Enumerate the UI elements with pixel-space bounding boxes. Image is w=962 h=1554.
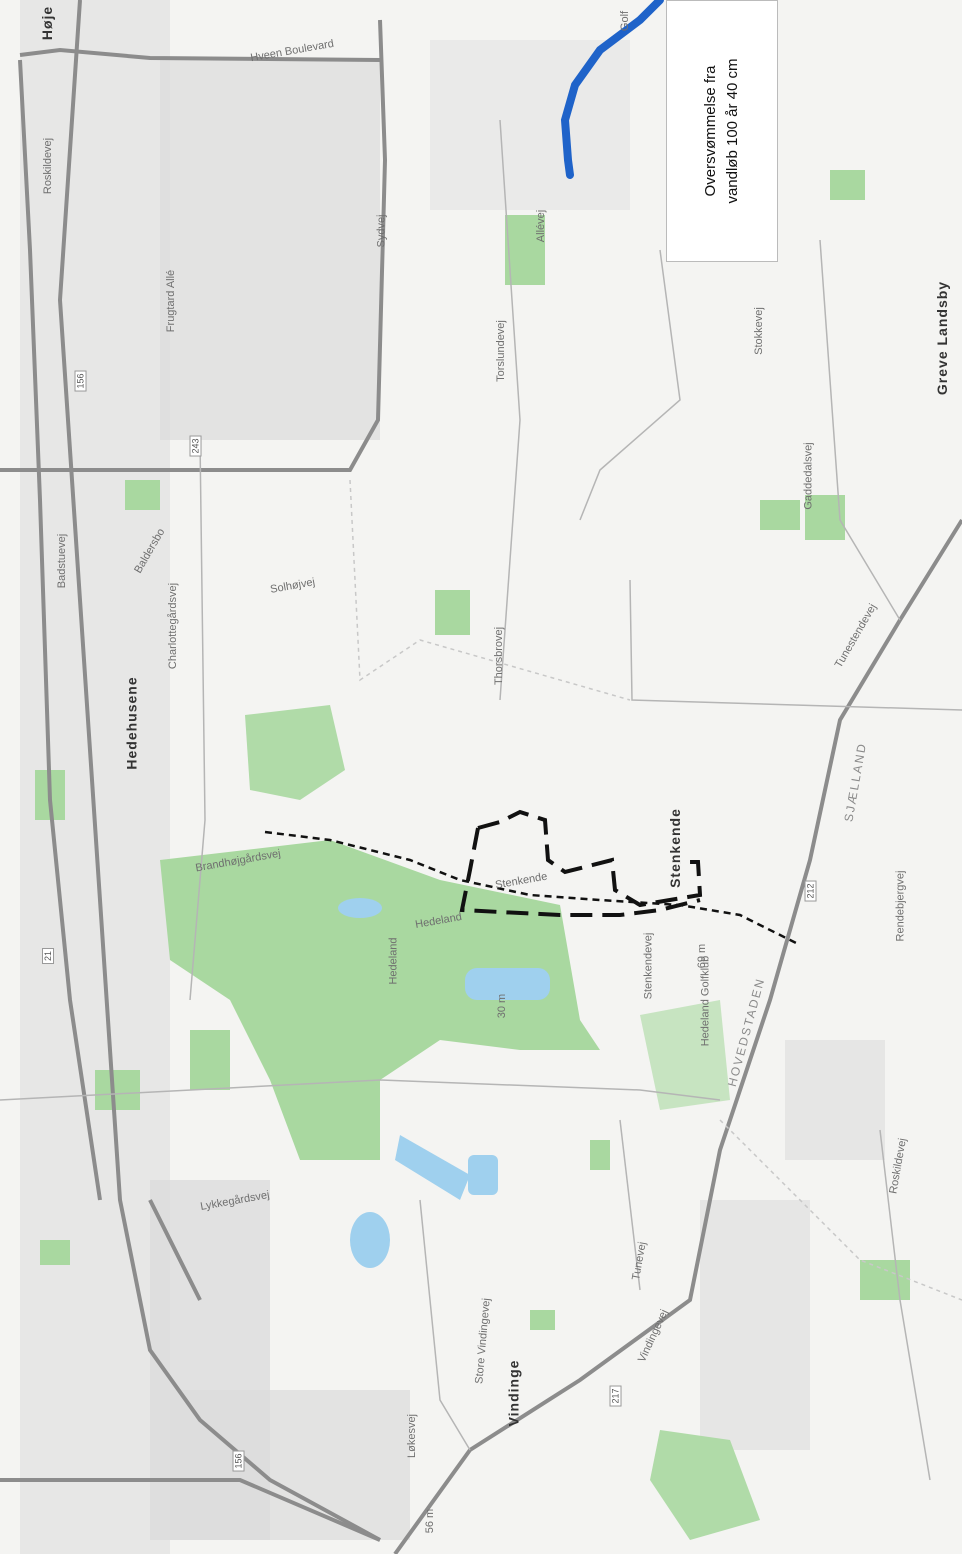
- road-allevej: Allévej: [535, 209, 548, 243]
- route-shield-21: 21: [42, 947, 55, 965]
- place-hoje: Høje: [39, 5, 56, 41]
- road-badstuevej: Badstuevej: [56, 533, 69, 589]
- road-gaddedalsvej: Gaddedalsvej: [802, 442, 815, 510]
- place-golf: Golf: [619, 10, 632, 32]
- road-roskildevej: Roskildevej: [42, 137, 55, 195]
- minor-roads: [0, 119, 962, 1481]
- road-charlottegardsvej: Charlottegårdsvej: [167, 582, 180, 670]
- road-thorsbrovej: Thorsbrovej: [493, 626, 506, 686]
- legend-line-2: vandløb 100 år 40 cm: [724, 58, 741, 204]
- water-areas: [338, 898, 550, 1268]
- urban-areas: [20, 0, 885, 1554]
- road-stenkendevej: Stenkendevej: [642, 932, 655, 1000]
- road-sydvej: Sydvej: [375, 214, 388, 248]
- place-hedeland-golfklub: Hedeland Golfklub: [699, 955, 712, 1047]
- elevation-label: 56 m: [424, 1508, 437, 1534]
- legend-line-1: Oversvømmelse fra: [702, 65, 719, 197]
- elevation-label: 30 m: [496, 993, 509, 1019]
- elevation-label: 69 m: [696, 943, 709, 969]
- road-torslundevej: Torslundevej: [494, 320, 507, 382]
- route-shield-212: 212: [804, 880, 817, 902]
- place-vindinge: Vindinge: [505, 1359, 522, 1427]
- road-stokkevej: Stokkevej: [752, 307, 765, 355]
- route-shield-217: 217: [609, 1385, 622, 1407]
- road-rendebjergvej: Rendebjergvej: [894, 870, 907, 942]
- green-areas: [35, 170, 910, 1540]
- admin-boundary: [349, 479, 962, 1301]
- place-hedehusene: Hedehusene: [123, 676, 140, 770]
- route-shield-156-b: 156: [232, 1450, 245, 1472]
- flood-legend-box: Oversvømmelse fra vandløb 100 år 40 cm: [666, 0, 778, 262]
- route-shield-156-a: 156: [74, 370, 87, 392]
- flood-area-line: [560, 0, 664, 179]
- place-hedeland: Hedeland: [387, 937, 400, 985]
- route-shield-243: 243: [189, 435, 202, 457]
- place-greve-landsby: Greve Landsby: [934, 280, 951, 396]
- road-lokesvej: Løkesvej: [406, 1413, 419, 1459]
- place-stenkende: Stenkende: [666, 808, 683, 888]
- project-area: [459, 809, 703, 917]
- road-frugtard-alle: Frugtard Allé: [165, 269, 178, 333]
